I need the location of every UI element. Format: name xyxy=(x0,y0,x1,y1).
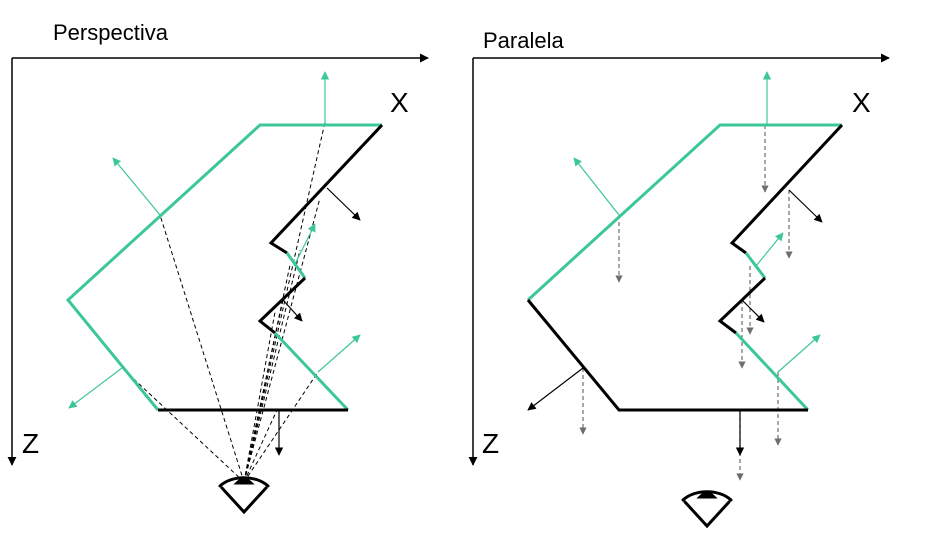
x-axis-label: X xyxy=(390,87,409,118)
normal-visible xyxy=(293,223,316,267)
panel-title: Paralela xyxy=(483,28,564,53)
visible-edge xyxy=(285,252,307,279)
z-axis-label: Z xyxy=(22,428,39,459)
visible-edge xyxy=(744,252,767,279)
normal-visible xyxy=(317,334,361,373)
sight-lines xyxy=(121,121,326,483)
hidden-edge xyxy=(257,276,307,335)
normals xyxy=(527,71,823,456)
eye-icon xyxy=(681,490,733,529)
normal-visible xyxy=(777,334,821,373)
hidden-edge xyxy=(729,123,844,255)
normal-hidden xyxy=(788,189,823,223)
visible-edge xyxy=(65,123,382,411)
projection-lines xyxy=(579,125,793,481)
visible-edge xyxy=(273,331,350,412)
hidden-edge xyxy=(526,299,808,412)
normal-hidden xyxy=(741,299,765,323)
object-outline xyxy=(526,123,844,412)
normal-hidden xyxy=(282,299,303,322)
normal-visible xyxy=(755,232,784,267)
x-axis-label: X xyxy=(852,87,871,118)
normal-hidden xyxy=(527,367,584,411)
hidden-edge xyxy=(717,276,767,335)
normal-visible xyxy=(68,367,123,409)
panel-perspective: Perspectiva X Z xyxy=(7,20,429,515)
normal-visible xyxy=(573,157,620,216)
hidden-edge xyxy=(268,123,384,255)
panel-parallel: Paralela X Z xyxy=(468,28,890,529)
object-outline xyxy=(65,123,384,412)
normals xyxy=(68,71,361,456)
z-axis-label: Z xyxy=(482,428,499,459)
visible-edge xyxy=(734,331,810,412)
normal-visible xyxy=(112,157,161,216)
visible-edge xyxy=(526,123,842,302)
panel-title: Perspectiva xyxy=(53,20,169,45)
eye-icon xyxy=(218,476,270,515)
normal-hidden xyxy=(326,187,361,221)
